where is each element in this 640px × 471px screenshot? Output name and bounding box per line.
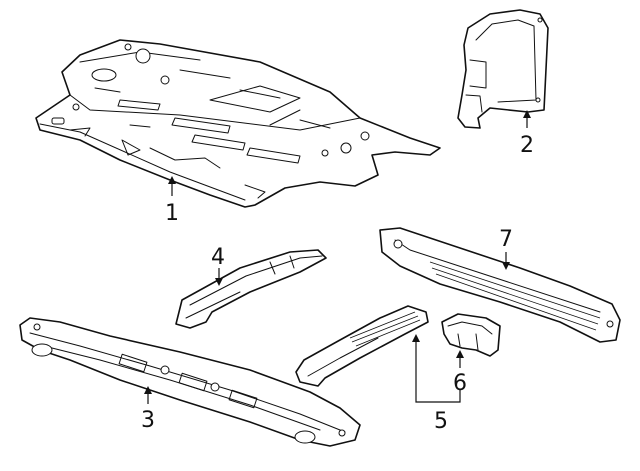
- callout-7: 7: [499, 227, 513, 252]
- part-2-wheelhouse: [457, 9, 549, 129]
- callout-5: 5: [434, 409, 448, 434]
- callout-4: 4: [211, 245, 225, 270]
- callout-2: 2: [520, 133, 534, 158]
- callout-6: 6: [453, 371, 467, 396]
- part-7-rear-crossmember: [379, 227, 621, 343]
- arrow-7: [502, 262, 510, 270]
- part-4-rail: [175, 249, 327, 329]
- leader-5: [415, 340, 461, 403]
- callout-1: 1: [165, 201, 179, 226]
- arrow-3: [144, 386, 152, 394]
- arrow-2: [523, 110, 531, 118]
- part-3-crossmember: [19, 317, 361, 447]
- arrow-4: [215, 278, 223, 286]
- part-6-bracket: [441, 313, 501, 357]
- part-5-side-rail: [295, 305, 429, 387]
- part-1-floor-pan: [35, 39, 441, 208]
- callout-3: 3: [141, 408, 155, 433]
- arrow-5: [412, 334, 420, 342]
- arrow-1: [168, 176, 176, 184]
- leaders: [144, 110, 531, 404]
- arrow-6: [456, 350, 464, 358]
